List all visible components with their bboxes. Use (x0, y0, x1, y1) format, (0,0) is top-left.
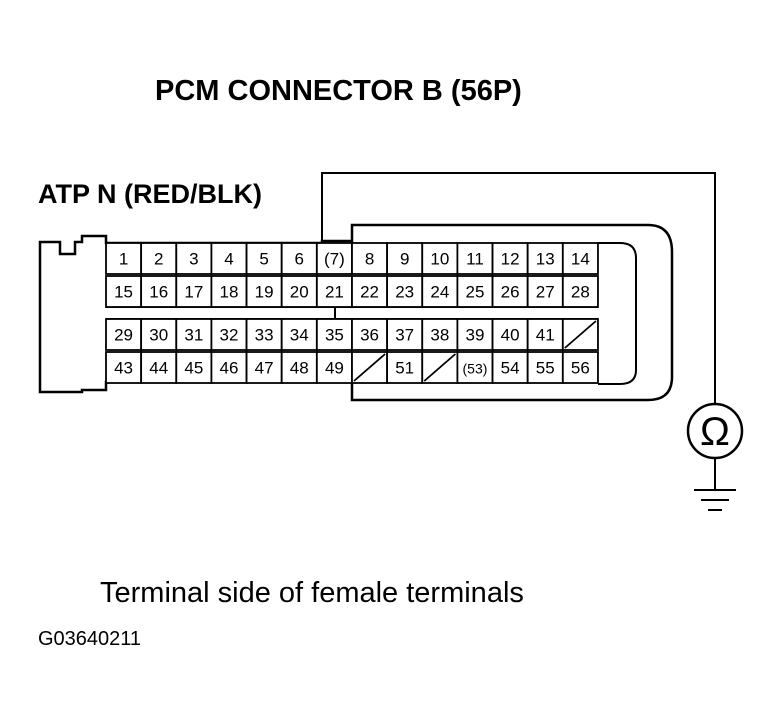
terminal-number: 44 (149, 359, 168, 378)
unused-terminal-slash (423, 353, 456, 382)
terminal-cell (421, 275, 459, 308)
terminal-number: 5 (259, 250, 268, 269)
terminal-cell (210, 275, 248, 308)
terminal-number: 21 (325, 283, 344, 302)
terminal-number: 35 (325, 326, 344, 345)
caption: Terminal side of female terminals (100, 577, 524, 609)
terminal-number: 14 (571, 250, 590, 269)
terminal-cell (456, 275, 494, 308)
terminal-cell (245, 351, 283, 384)
terminal-number: 4 (224, 250, 233, 269)
terminal-cell (280, 242, 318, 275)
terminal-cell (456, 242, 494, 275)
connector-body (38, 223, 674, 402)
terminal-number: 36 (360, 326, 379, 345)
terminal-number: 32 (220, 326, 239, 345)
terminal-number: 24 (430, 283, 449, 302)
terminal-number: 19 (255, 283, 274, 302)
terminal-number: 18 (220, 283, 239, 302)
terminal-number: 37 (395, 326, 414, 345)
terminal-number: 40 (501, 326, 520, 345)
connector-inner-pocket (598, 242, 637, 385)
ohm-symbol: Ω (700, 410, 730, 454)
terminal-number: 25 (466, 283, 485, 302)
terminal-cell (561, 275, 599, 308)
terminal-number: 49 (325, 359, 344, 378)
terminal-cell (491, 351, 529, 384)
terminal-number: 8 (365, 250, 374, 269)
terminal-cell (491, 242, 529, 275)
terminal-number: (53) (463, 361, 488, 377)
terminal-number: 17 (184, 283, 203, 302)
terminal-cell (526, 275, 564, 308)
terminal-number: 31 (184, 326, 203, 345)
terminal-cell (140, 318, 178, 351)
unused-terminal-slash (353, 353, 386, 382)
terminal-number: 41 (536, 326, 555, 345)
terminal-number: 20 (290, 283, 309, 302)
terminal-number: 54 (501, 359, 520, 378)
terminal-cell (315, 351, 353, 384)
terminal-cell (105, 242, 143, 275)
terminal-cell (140, 242, 178, 275)
terminal-number: 56 (571, 359, 590, 378)
terminal-cell (210, 242, 248, 275)
terminal-cell (386, 318, 424, 351)
terminal-cell (105, 318, 143, 351)
terminal-number: 1 (119, 250, 128, 269)
terminal-number: 23 (395, 283, 414, 302)
figure-code: G03640211 (38, 628, 141, 650)
terminal-cell (526, 242, 564, 275)
terminal-number: 55 (536, 359, 555, 378)
diagram-title: PCM CONNECTOR B (56P) (155, 75, 522, 107)
terminal-number: 22 (360, 283, 379, 302)
ground-icon (694, 489, 736, 511)
terminal-number: 47 (255, 359, 274, 378)
unused-terminal-slash (564, 320, 597, 349)
terminal-number: 45 (184, 359, 203, 378)
terminal-number: 3 (189, 250, 198, 269)
terminal-cell (175, 351, 213, 384)
terminal-number: 48 (290, 359, 309, 378)
terminal-cell (315, 318, 353, 351)
terminal-number: 26 (501, 283, 520, 302)
terminal-number: 15 (114, 283, 133, 302)
terminal-number: 11 (466, 250, 484, 269)
terminal-cell (561, 351, 599, 384)
terminal-number: 43 (114, 359, 133, 378)
terminal-cell (351, 318, 389, 351)
terminal-number: 28 (571, 283, 590, 302)
terminal-number: (7) (324, 250, 345, 269)
terminal-number: 29 (114, 326, 133, 345)
terminal-number: 33 (255, 326, 274, 345)
terminal-number: 46 (220, 359, 239, 378)
terminal-number: 30 (149, 326, 168, 345)
terminal-cell (175, 242, 213, 275)
terminal-number: 34 (290, 326, 309, 345)
terminal-cell (421, 318, 459, 351)
pin-label: ATP N (RED/BLK) (38, 179, 262, 209)
terminal-number: 27 (536, 283, 555, 302)
terminal-number: 13 (536, 250, 555, 269)
terminal-cell (421, 242, 459, 275)
test-lead-wire (321, 172, 716, 405)
terminal-number: 2 (154, 250, 163, 269)
terminal-number: 51 (395, 359, 414, 378)
terminal-cell (456, 318, 494, 351)
terminal-number: 39 (466, 326, 485, 345)
terminal-cell (351, 275, 389, 308)
terminal-number: 6 (295, 250, 304, 269)
terminal-number: 38 (430, 326, 449, 345)
terminal-cell (315, 275, 353, 308)
terminal-number: 16 (149, 283, 168, 302)
terminal-cell (245, 275, 283, 308)
terminal-number: 12 (501, 250, 520, 269)
terminal-cell (140, 351, 178, 384)
terminal-number: 10 (430, 250, 449, 269)
terminal-number: 9 (400, 250, 409, 269)
terminal-cell (561, 242, 599, 275)
terminal-cell (526, 318, 564, 351)
